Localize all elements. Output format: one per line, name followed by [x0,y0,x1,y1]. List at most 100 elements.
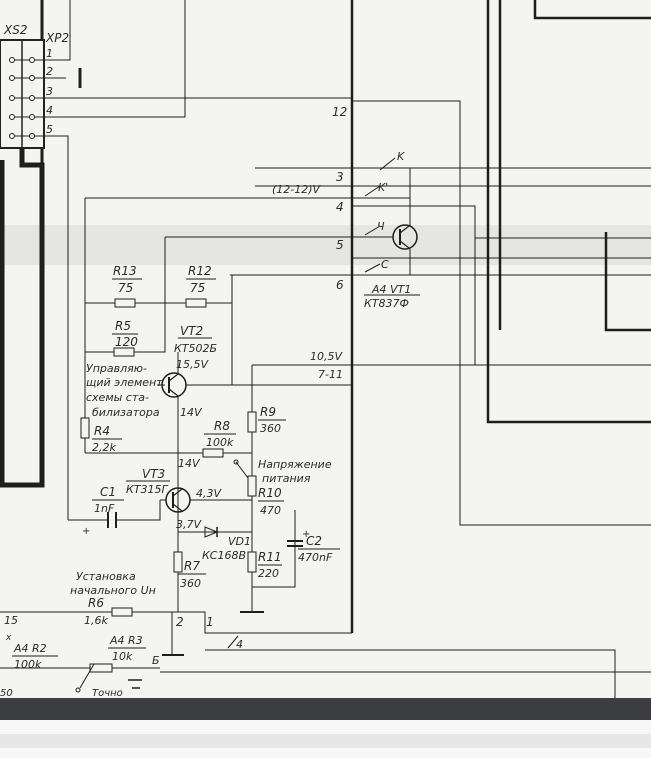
r8-name: R8 [214,419,230,433]
pin-4-label: 4 [46,104,53,117]
r5-wire [85,237,166,353]
r6-name: R6 [88,596,104,610]
label-tochno: Точно [92,688,123,699]
vt2-voltage: 15,5V [176,358,209,371]
connector-xp2 [0,39,82,149]
resistor-r10 [247,475,257,497]
vt1-type: КТ837Ф [364,297,409,310]
vt1-wires [85,167,411,276]
diode-vd1 [204,526,219,538]
ctrl-line-4: билизатора [92,406,160,419]
a4r3-value: 10k [112,650,133,663]
r5-name: R5 [115,319,131,333]
k1-leader [379,157,396,171]
c1-name: C1 [100,485,116,499]
vt3-type: КТ315Г [126,483,169,496]
c2-name: C2 [306,534,322,548]
a4r3-wiper [79,663,95,689]
x-marker: x [5,633,12,643]
a4r3-ground [128,679,142,689]
voltage-37: 3,7V [176,518,202,531]
node-4: 4 [336,200,344,214]
r13-name: R13 [113,264,137,278]
c2-value: 470nF [298,551,333,564]
resistor-r12 [185,298,207,308]
label-r15-ext: 50 [0,688,13,699]
r5-value: 120 [115,335,138,349]
resistor-r5 [113,347,135,357]
r7-value: 360 [180,577,201,590]
a4r3-wiper-end [75,687,81,693]
node-5: 5 [336,238,344,252]
resistor-r8 [202,448,224,458]
fold-crease [0,225,651,265]
c1-value: 1nF [94,502,115,515]
voltage-range: (12-12)V [272,183,322,196]
voltage-14b: 14V [178,457,201,470]
r9-value: 360 [260,422,281,435]
vt2-wires [157,352,352,612]
ustanovka-line-2: начального Uн [70,584,156,597]
r10-wiper-end [233,459,239,465]
resistor-r11 [247,551,257,573]
ch-bottom-leader [227,635,239,649]
k2-leader [364,185,381,197]
resistor-r9 [247,411,257,433]
r4-name: R4 [94,424,110,438]
pin-2-label: 2 [46,65,53,78]
label-s: С [381,258,389,271]
node-3: 3 [336,170,344,184]
node-2: 2 [176,615,184,629]
xs2-label: XS2 [3,23,27,37]
r9-name: R9 [260,405,276,419]
xp2-label: XP2 [45,31,69,45]
r8-value: 100k [206,436,234,449]
transistor-vt1 [392,224,418,250]
label-v105: 10,5V [310,350,343,363]
resistor-r13 [114,298,136,308]
napr-line-1: Напряжение [258,458,332,471]
ch-leader [364,225,381,236]
r6-value: 1,6k [84,614,108,627]
connector-wires [44,0,352,520]
vt3-name: VT3 [142,467,165,481]
r11-name: R11 [258,550,282,564]
label-k2: K' [378,181,388,194]
node-1: 1 [206,615,214,629]
r4-value: 2,2k [92,441,116,454]
pin-1-label: 1 [46,47,53,60]
c1-wire [68,500,161,521]
vd1-name: VD1 [228,535,251,548]
r11-value: 220 [258,567,279,580]
vd1-type: КС168В [202,549,246,562]
vt2-name: VT2 [180,324,203,338]
voltage-43: 4,3V [196,487,222,500]
resistor-r4 [80,417,90,439]
pin-5-label: 5 [46,123,53,136]
label-15: 15 [4,614,18,627]
c1-plus: + [82,526,90,537]
ctrl-line-3: схемы ста- [86,391,149,404]
ustanovka-line-1: Установка [76,570,136,583]
label-ch: Ч [377,220,385,233]
bottom-wires [160,649,651,700]
label-ch-bottom: 4 [236,638,243,651]
r10-wiper [235,461,249,479]
vt1-name: А4 VT1 [371,283,411,296]
c2-wire [252,510,296,588]
voltage-14a: 14V [180,406,203,419]
node-12: 12 [332,105,347,119]
scanner-edge-band [0,698,651,720]
ctrl-line-1: Управляю- [86,362,147,375]
label-b: Б [152,654,160,667]
r7-name: R7 [184,559,200,573]
node-6: 6 [336,278,344,292]
resistor-r7 [173,551,183,573]
napr-line-2: питания [262,472,311,485]
a4r2-name: А4 R2 [13,642,47,655]
s-leader [364,263,381,273]
r10-value: 470 [260,504,281,517]
a4r2-value: 100k [14,658,42,671]
